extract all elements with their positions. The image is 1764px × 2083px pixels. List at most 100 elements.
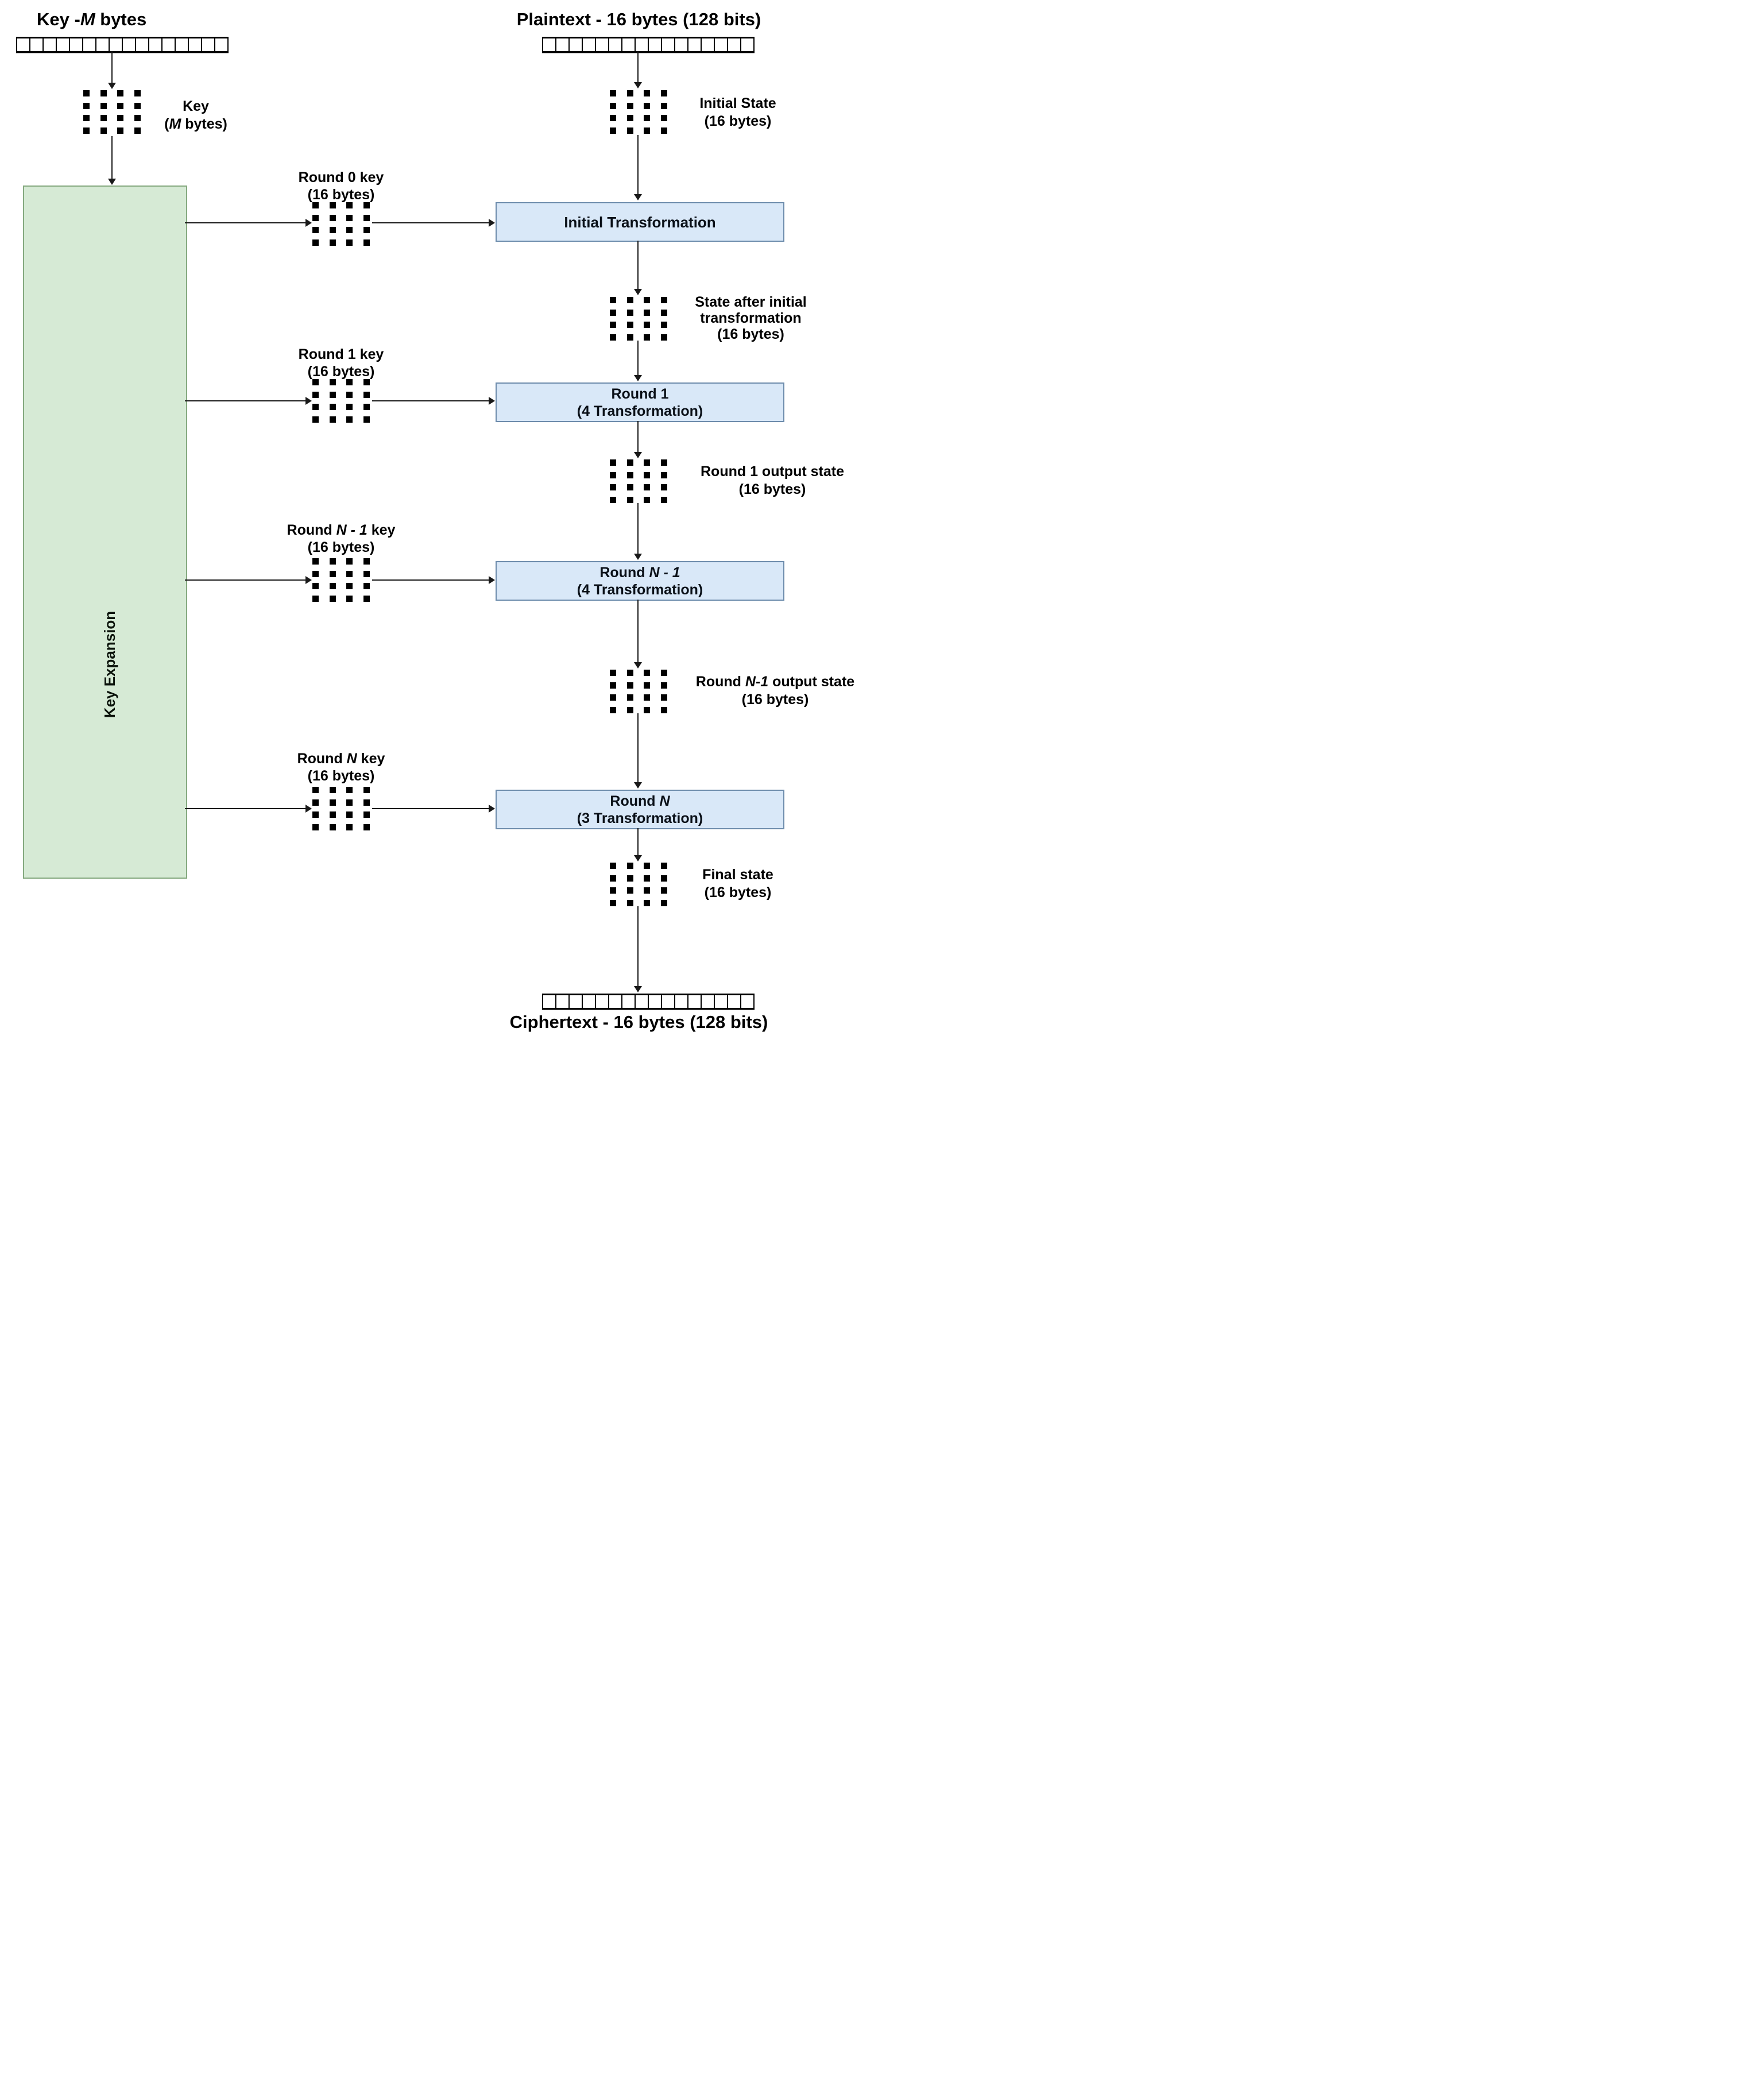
dot (312, 558, 319, 565)
final-state-grid (610, 863, 667, 906)
dot (660, 322, 667, 329)
dot (610, 309, 616, 316)
dot (644, 863, 651, 869)
dot (626, 706, 633, 713)
dot (660, 484, 667, 491)
dot (626, 322, 633, 329)
dot (626, 670, 633, 676)
cell (740, 38, 753, 51)
dot (329, 787, 336, 793)
dot (117, 90, 124, 96)
state-after-initial-label: State after initial transformation (16 b… (695, 294, 807, 342)
dot (626, 297, 633, 303)
dot (644, 899, 651, 906)
arrow-stateafter-to-round1 (634, 341, 642, 381)
dot (363, 239, 370, 246)
dot (363, 379, 370, 385)
dot (610, 90, 616, 96)
dot (660, 309, 667, 316)
dot (100, 102, 107, 109)
dot (363, 583, 370, 590)
dot (100, 115, 107, 122)
dot (660, 875, 667, 882)
dot (312, 416, 319, 423)
dot (626, 127, 633, 134)
dot (134, 90, 141, 96)
cell (148, 38, 161, 51)
dot (644, 459, 651, 466)
dot (644, 309, 651, 316)
round-1-output-label: Round 1 output state (16 bytes) (701, 463, 844, 497)
dot (660, 472, 667, 478)
dot (610, 899, 616, 906)
dot (312, 379, 319, 385)
dot (626, 309, 633, 316)
dot (329, 391, 336, 398)
cell (674, 38, 687, 51)
dot (329, 404, 336, 411)
round-n1-key-grid (312, 558, 370, 602)
cell (69, 38, 82, 51)
dot (117, 102, 124, 109)
arrow-expansion-to-roundnkey (185, 805, 312, 813)
aes-encryption-diagram: Key -M bytes Key (M bytes) Key Expansion… (0, 0, 882, 1042)
dot (644, 875, 651, 882)
cell (595, 38, 608, 51)
cell (595, 995, 608, 1008)
dot (346, 799, 353, 806)
cell (201, 38, 214, 51)
dot (610, 472, 616, 478)
dot (363, 227, 370, 234)
initial-state-label: Initial State (16 bytes) (699, 95, 776, 129)
round-n-key-grid (312, 787, 370, 830)
dot (626, 863, 633, 869)
dot (660, 297, 667, 303)
dot (644, 127, 651, 134)
dot (312, 787, 319, 793)
dot (329, 824, 336, 830)
dot (644, 322, 651, 329)
initial-state-grid (610, 90, 667, 134)
cell (214, 38, 227, 51)
dot (660, 102, 667, 109)
cell (727, 995, 740, 1008)
dot (610, 694, 616, 701)
dot (329, 583, 336, 590)
dot (660, 127, 667, 134)
state-after-initial-grid (610, 297, 667, 341)
cell (161, 38, 175, 51)
cell (635, 995, 648, 1008)
dot (626, 899, 633, 906)
dot (363, 811, 370, 818)
dot (83, 90, 90, 96)
cell (635, 38, 648, 51)
cell (568, 995, 582, 1008)
dot (346, 595, 353, 602)
cell (82, 38, 95, 51)
plaintext-title: Plaintext - 16 bytes (128 bits) (516, 9, 761, 29)
dot (644, 102, 651, 109)
dot (329, 799, 336, 806)
dot (626, 459, 633, 466)
dot (644, 670, 651, 676)
dot (312, 227, 319, 234)
dot (346, 202, 353, 208)
arrow-expansion-to-round0key (185, 219, 312, 227)
cell (109, 38, 122, 51)
dot (610, 127, 616, 134)
dot (644, 496, 651, 503)
arrow-round1-to-round1out (634, 421, 642, 458)
key-title: Key -M bytes (37, 9, 147, 29)
dot (346, 583, 353, 590)
dot (346, 811, 353, 818)
dot (363, 787, 370, 793)
key-expansion-label: Key Expansion (101, 610, 118, 718)
dot (660, 459, 667, 466)
dot (100, 127, 107, 134)
dot (134, 102, 141, 109)
dot (100, 90, 107, 96)
dot (644, 472, 651, 478)
dot (660, 496, 667, 503)
dot (346, 416, 353, 423)
arrow-round1key-to-round1 (372, 397, 495, 405)
